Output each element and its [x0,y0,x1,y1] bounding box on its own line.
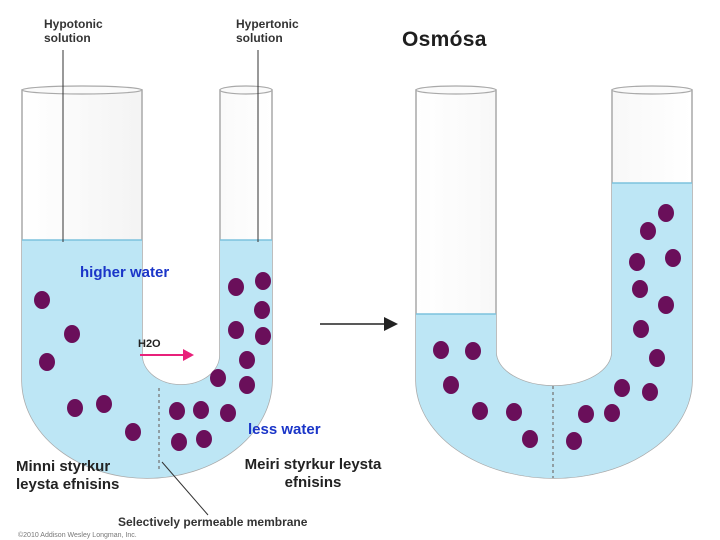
left-tube-rim-right [219,85,273,95]
copyright-text: ©2010 Addison Wesley Longman, Inc. [18,532,137,539]
particle [649,349,665,367]
particle [239,351,255,369]
right-particles [433,204,681,450]
h2o-label: H2O [138,338,161,350]
particle [228,321,244,339]
particle [228,278,244,296]
particle [220,404,236,422]
particle [465,342,481,360]
particle [633,320,649,338]
particle [67,399,83,417]
right-tube-solution-right [550,183,692,478]
particle [193,401,209,419]
left-tube-solution [22,240,272,478]
particle [196,430,212,448]
particle [96,395,112,413]
particle [34,291,50,309]
hypotonic-label: Hypotonic solution [44,17,103,45]
particle [210,369,226,387]
particle [255,272,271,290]
membrane-pointer [161,461,209,516]
right-tube-rim-right [611,85,693,95]
particle [632,280,648,298]
particle [169,402,185,420]
particle [125,423,141,441]
particle [433,341,449,359]
particle [64,325,80,343]
right-tube-rim-left [415,85,497,95]
particle [658,296,674,314]
transition-arrow [320,317,398,331]
left-particles [34,272,271,451]
particle [443,376,459,394]
particle [642,383,658,401]
particle [472,402,488,420]
right-u-tube [415,85,693,479]
membrane-label: Selectively permeable membrane [118,515,308,529]
particle [506,403,522,421]
particle [254,301,270,319]
particle [665,249,681,267]
particle [566,432,582,450]
higher-water-label: higher water [80,264,170,281]
particle [39,353,55,371]
right-caption: Meiri styrkur leysta efnisins [244,456,382,491]
particle [614,379,630,397]
particle [578,405,594,423]
particle [640,222,656,240]
particle [255,327,271,345]
particle [658,204,674,222]
particle [171,433,187,451]
h2o-arrow-head [183,349,194,361]
left-caption: Minni styrkur leysta efnisins [16,458,120,493]
less-water-label: less water [248,421,321,438]
particle [629,253,645,271]
particle [604,404,620,422]
page-title: Osmósa [402,28,487,51]
particle [239,376,255,394]
hypertonic-label: Hypertonic solution [236,17,299,45]
particle [522,430,538,448]
left-tube-rim-left [21,85,143,95]
